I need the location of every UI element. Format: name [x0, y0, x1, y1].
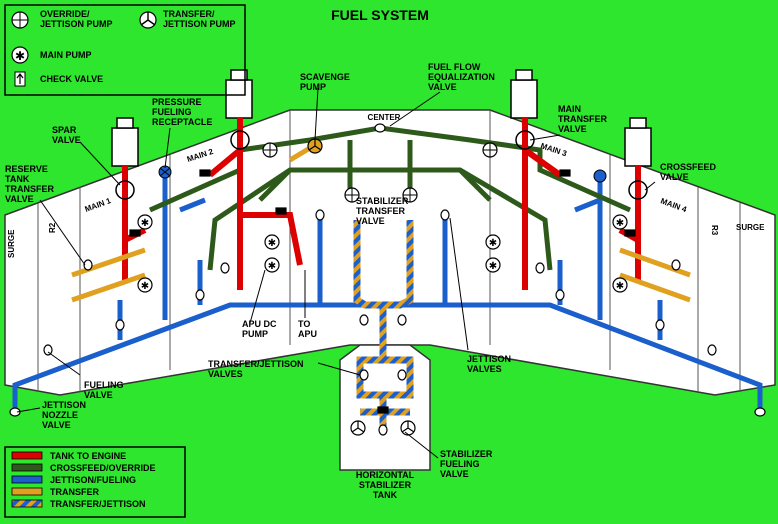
pumps: ✱ ✱ ✱ ✱ ✱ ✱ ✱ ✱ [137, 138, 628, 436]
tank-label-center: CENTER [368, 113, 401, 122]
equalization-valve-icon [374, 123, 386, 133]
override-pump-icon [482, 142, 498, 158]
legend-label: TRANSFER [50, 487, 99, 497]
legend-swatch [11, 463, 43, 472]
scavenge-pump-icon [307, 138, 323, 154]
fueling-receptacle-icon [593, 169, 607, 183]
check-valve-icon [14, 71, 26, 87]
engine-3 [510, 69, 538, 119]
jettison-nozzle-valve-icon [9, 407, 21, 417]
leader-lines [16, 87, 656, 459]
legend-swatch [11, 499, 43, 508]
highlight-circles [115, 130, 648, 200]
tank-label-r2: R2 [48, 222, 57, 233]
legend-swatch [11, 451, 43, 460]
svg-text:✱: ✱ [616, 218, 624, 229]
page-title: FUEL SYSTEM [331, 7, 429, 23]
main-pump-icon: ✱ [137, 214, 153, 230]
transfer-pump-icon [139, 11, 157, 29]
svg-text:✱: ✱ [15, 49, 25, 63]
tank-label-surge-left: SURGE [7, 229, 16, 258]
transfer-lines [71, 145, 691, 303]
main-pump-icon: ✱ [264, 257, 280, 273]
svg-text:✱: ✱ [489, 261, 497, 272]
engine-2 [225, 69, 253, 119]
main-pump-icon: ✱ [11, 46, 29, 64]
transfer-pump-icon [400, 420, 416, 436]
main-pump-icon: ✱ [612, 277, 628, 293]
valves [9, 123, 766, 436]
svg-text:✱: ✱ [268, 238, 276, 249]
tank-label-r3: R3 [710, 225, 719, 236]
main-pump-icon: ✱ [137, 277, 153, 293]
transfer-pump-icon [350, 420, 366, 436]
jettison-nozzle-valve-icon [754, 407, 766, 417]
svg-text:✱: ✱ [141, 281, 149, 292]
engine-1 [111, 117, 139, 167]
override-pump-icon [344, 187, 360, 203]
symbol-legend: OVERRIDE/JETTISON PUMP TRANSFER/JETTISON… [4, 4, 246, 96]
engine-4 [624, 117, 652, 167]
svg-text:✱: ✱ [141, 218, 149, 229]
svg-text:✱: ✱ [489, 238, 497, 249]
legend-override-pump-label: OVERRIDE/JETTISON PUMP [40, 9, 113, 29]
legend-swatch [11, 487, 43, 496]
legend-label: JETTISON/FUELING [50, 475, 136, 485]
legend-main-pump-label: MAIN PUMP [40, 50, 92, 60]
legend-label: TANK TO ENGINE [50, 451, 126, 461]
override-pump-icon [402, 187, 418, 203]
legend-label: TRANSFER/JETTISON [50, 499, 146, 509]
main-pump-icon: ✱ [612, 214, 628, 230]
tank-label-surge-right: SURGE [736, 223, 765, 232]
line-legend: TANK TO ENGINE CROSSFEED/OVERRIDE JETTISON… [4, 446, 186, 518]
legend-check-valve-label: CHECK VALVE [40, 74, 103, 84]
override-pump-icon [262, 142, 278, 158]
main-pump-icon: ✱ [264, 234, 280, 250]
legend-transfer-pump-label: TRANSFER/JETTISON PUMP [163, 9, 236, 29]
legend-swatch [11, 475, 43, 484]
svg-text:✱: ✱ [616, 281, 624, 292]
svg-text:✱: ✱ [268, 261, 276, 272]
main-pump-icon: ✱ [485, 234, 501, 250]
override-pump-icon [11, 11, 29, 29]
wing-outline [4, 109, 776, 396]
main-pump-icon: ✱ [485, 257, 501, 273]
legend-label: CROSSFEED/OVERRIDE [50, 463, 156, 473]
